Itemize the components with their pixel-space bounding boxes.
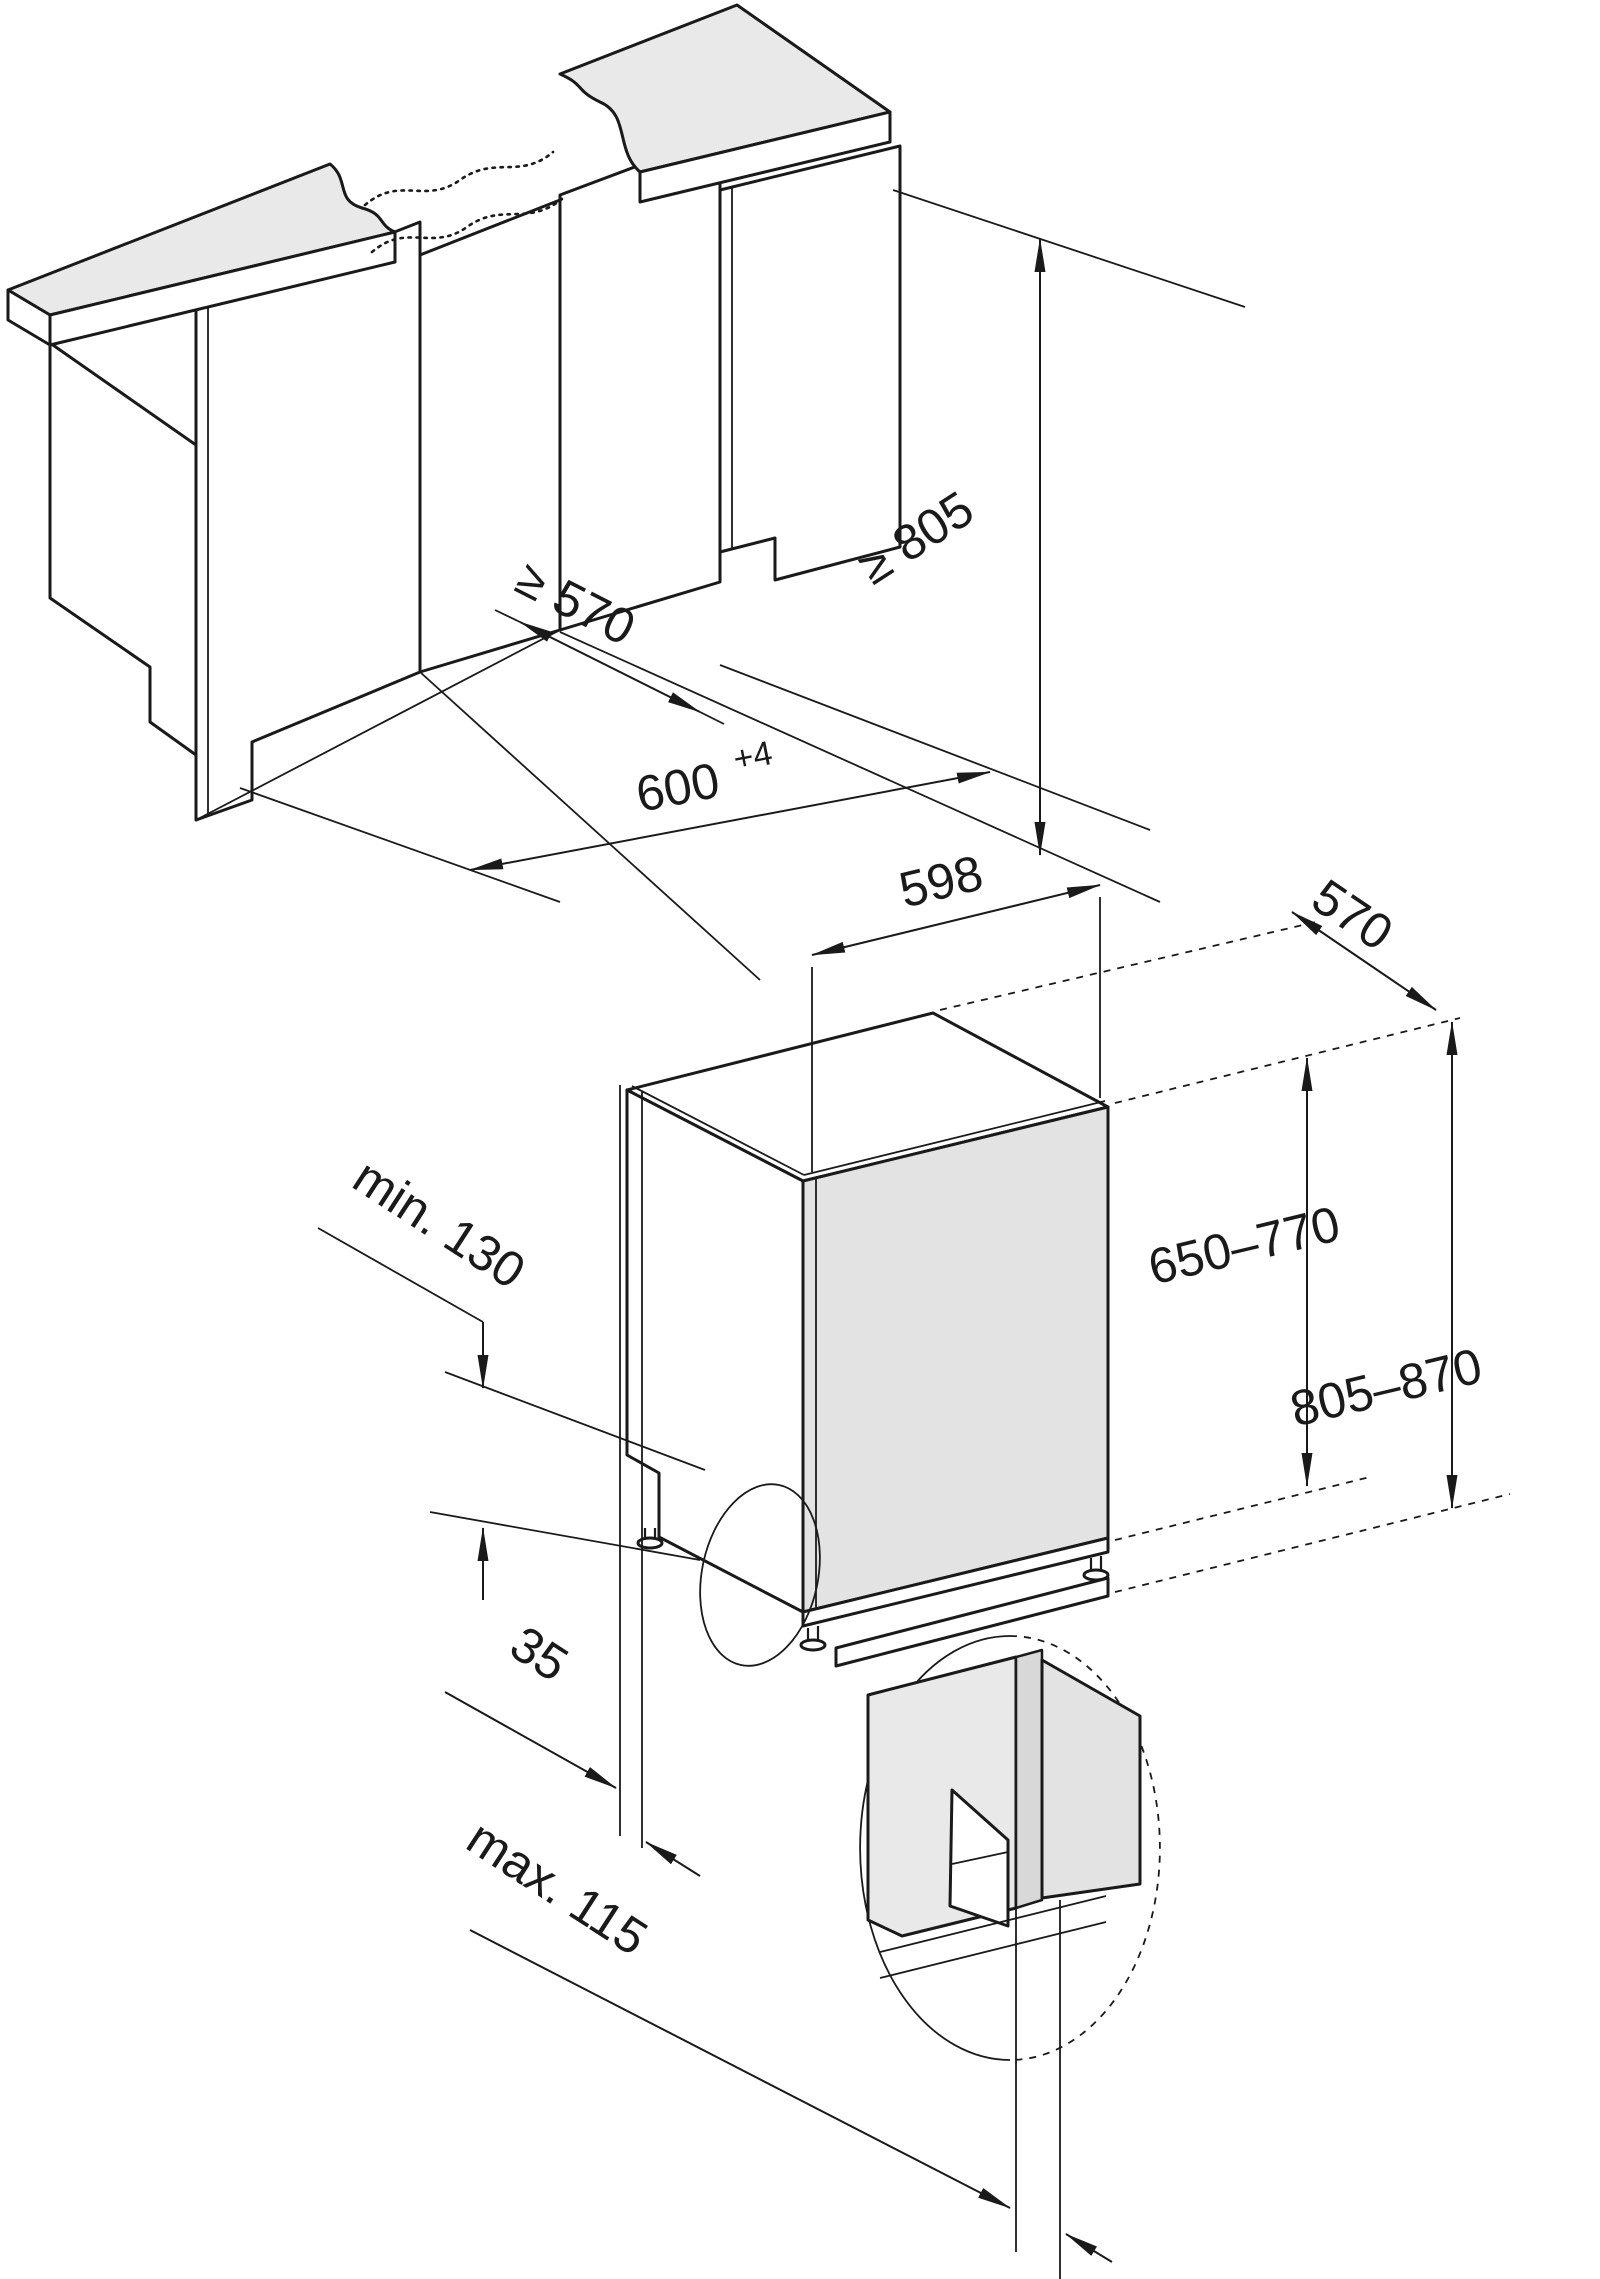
tear-wave-line-2 [370, 197, 564, 254]
appliance-foot [1082, 1556, 1110, 1582]
dim-niche-depth-ext-a [494, 609, 521, 623]
appliance-plinth [834, 1576, 1110, 1668]
dim-niche-width-ext-left [239, 787, 561, 903]
appliance-foot [799, 1626, 827, 1652]
countertop-right-front-band [638, 110, 892, 204]
dim-plinth-height-arrow-opposite [1065, 2233, 1113, 2263]
left-cabinet-front-face [48, 341, 198, 757]
right-cabinet [558, 133, 902, 632]
detail-plinth-notch-in-line [951, 1851, 1009, 1865]
dim-niche-width-ext-right [719, 664, 1151, 831]
dim-plinth-height-arrow [469, 1929, 1011, 2209]
dim-door-height: 650–770 [1114, 1057, 1371, 1541]
dim-niche-depth-ext-b [699, 711, 725, 725]
dim-door-height-ext-bottom [1114, 1476, 1371, 1541]
detail-floor-line-lower [879, 1921, 1107, 1979]
dim-depth-ext-lower [1114, 1017, 1461, 1104]
dim-plinth-depth-arrow-opposite [645, 1841, 701, 1877]
label-appliance-height-range: 805–870 [1285, 1338, 1487, 1438]
right-cabinet-side-panel [558, 133, 722, 632]
countertop-left-slab [6, 162, 397, 347]
detail-door-corner [866, 1648, 1142, 1979]
dim-niche-depth-line [519, 621, 701, 713]
label-side-clearance: min. 130 [344, 1148, 535, 1299]
label-niche-width-tolerance: +4 [730, 734, 775, 779]
dim-width-line [811, 884, 1101, 956]
detail-callout-small-ellipse [699, 1483, 821, 1667]
niche-view: ≥ 570 600 +4 ≥ 805 [6, 3, 1246, 981]
appliance-top-rim-left [631, 1085, 805, 1176]
label-appliance-depth: 570 [1302, 868, 1402, 961]
dim-height-ext-bottom [1114, 1493, 1511, 1593]
label-plinth-recess-height: max. 115 [457, 1809, 657, 1966]
countertop-left-cap [6, 288, 52, 347]
dim-niche-height-ext-top [892, 189, 1246, 308]
label-plinth-recess-depth: 35 [501, 1615, 578, 1692]
countertop-right-slab [558, 3, 892, 204]
dim-clearance-leader [317, 1227, 484, 1323]
dim-depth-line [1291, 911, 1437, 1011]
appliance-side-panel [625, 1088, 805, 1614]
detail-ellipse-solid-arc [859, 1635, 1011, 2061]
appliance-door-bottom-band [801, 1536, 1110, 1628]
dim-depth-ext-upper [939, 920, 1321, 1011]
countertop-left-tear-edge [328, 162, 397, 264]
niche-floor-front-edge [195, 629, 561, 821]
niche-floor-extension-line [419, 671, 761, 981]
niche-left-panel-face [194, 220, 422, 822]
tear-break-lines [363, 150, 564, 254]
left-cabinet [48, 341, 198, 757]
dim-plinth-depth-arrow [444, 1691, 617, 1789]
appliance-door-panel [801, 1105, 1110, 1614]
appliance-foot [636, 1528, 664, 1550]
appliance-feet [636, 1528, 1110, 1652]
detail-side-panel-wedge [1040, 1658, 1142, 1900]
dim-clearance-ext-lower [429, 1511, 701, 1561]
detail-ellipse [859, 1635, 1161, 2061]
appliance-view: 598 570 650–770 805–870 min. [317, 845, 1511, 2279]
countertop-right-tear-edge [558, 72, 642, 204]
appliance-top-rim-front [803, 1100, 1106, 1176]
label-niche-width: 600 [631, 752, 724, 823]
tear-wave-line-1 [363, 150, 555, 207]
dim-niche-width-line [469, 771, 991, 871]
detail-door-edge-strip [1014, 1648, 1044, 1910]
dim-niche-height-ext-bottom [559, 631, 1161, 903]
dim-appliance-height: 805–870 [1114, 1021, 1511, 1593]
dim-niche-width: 600 +4 [239, 664, 1151, 903]
label-appliance-width: 598 [894, 845, 988, 919]
detail-floor-line-upper [879, 1895, 1107, 1953]
right-cabinet-front-face [718, 144, 902, 582]
niche-left-side-panel [194, 220, 422, 822]
detail-ellipse-dashed-arc [1009, 1635, 1161, 2061]
label-door-height-range: 650–770 [1143, 1196, 1345, 1296]
